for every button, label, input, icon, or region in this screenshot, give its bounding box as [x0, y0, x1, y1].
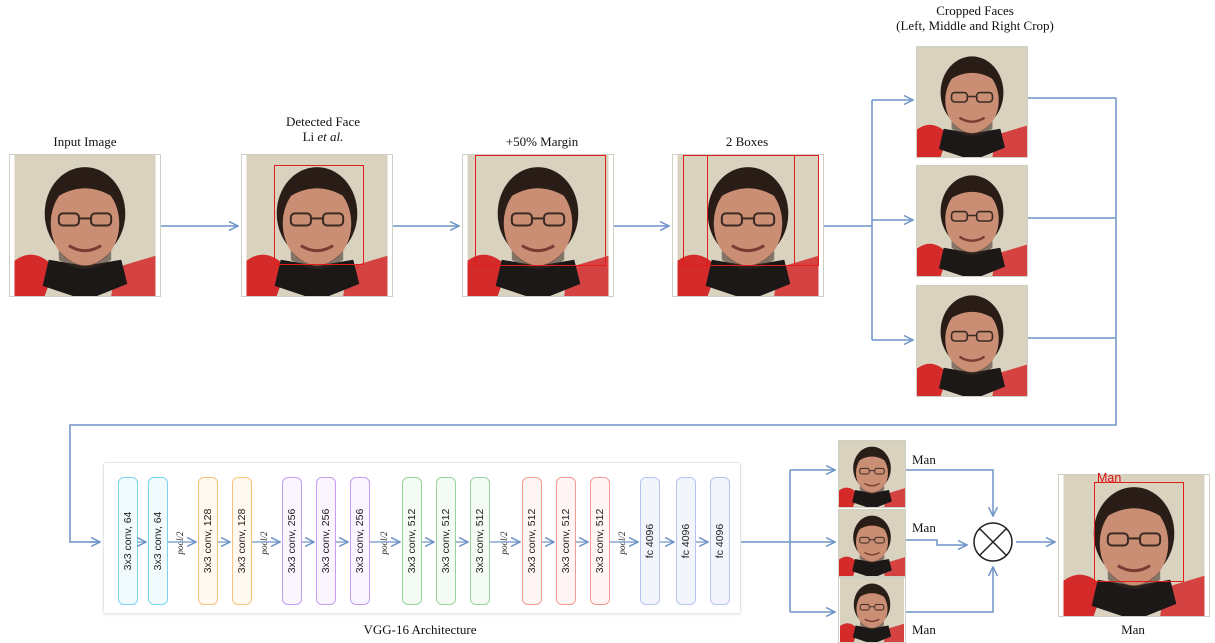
vgg-layer-2: 3x3 conv, 64	[148, 477, 168, 605]
vgg-layer-3: 3x3 conv, 128	[198, 477, 218, 605]
two-boxes-label: 2 Boxes	[725, 134, 769, 149]
vgg-layer-11: 3x3 conv, 512	[522, 477, 542, 605]
cropped-faces-title: Cropped Faces	[936, 3, 1014, 18]
vgg-layer-7: 3x3 conv, 256	[350, 477, 370, 605]
final-box-label: Man	[1097, 471, 1122, 485]
prediction-label-2: Man	[912, 520, 936, 535]
vgg-layer-5: 3x3 conv, 256	[282, 477, 302, 605]
crop-middle-photo	[916, 165, 1028, 277]
crop-right-photo	[916, 285, 1028, 397]
input-image-photo	[9, 154, 161, 297]
vgg-layer-4: 3x3 conv, 128	[232, 477, 252, 605]
crop-left-photo	[916, 46, 1028, 158]
arrow-pred1-to-combine	[906, 469, 993, 516]
vgg-layer-15: fc 4096	[676, 477, 696, 605]
combine-operator-icon	[973, 522, 1013, 562]
margin-label: +50% Margin	[505, 134, 579, 149]
two-boxes-photo	[672, 154, 824, 297]
vgg-layer-12: 3x3 conv, 512	[556, 477, 576, 605]
vgg-layer-9: 3x3 conv, 512	[436, 477, 456, 605]
vgg-caption: VGG-16 Architecture	[363, 622, 477, 637]
prediction-label-3: Man	[912, 622, 936, 637]
detected-face-box	[274, 165, 364, 265]
vgg-layer-6: 3x3 conv, 256	[316, 477, 336, 605]
two-boxes-box-right	[707, 155, 819, 266]
arrow-pred2-to-combine	[906, 539, 967, 545]
margin-photo	[462, 154, 614, 297]
detected-face-photo	[241, 154, 393, 297]
detected-face-label: Detected Face Li et al.	[243, 114, 403, 144]
vgg-layer-10: 3x3 conv, 512	[470, 477, 490, 605]
vgg-layer-13: 3x3 conv, 512	[590, 477, 610, 605]
final-result-photo	[1058, 474, 1210, 617]
vgg-layer-8: 3x3 conv, 512	[402, 477, 422, 605]
final-result-box	[1094, 482, 1184, 582]
cropped-faces-label: Cropped Faces (Left, Middle and Right Cr…	[860, 3, 1090, 33]
final-caption: Man	[1121, 622, 1145, 637]
cropped-faces-subtitle: (Left, Middle and Right Crop)	[896, 18, 1054, 33]
prediction-face-2	[838, 509, 906, 577]
detected-face-citation: Li et al.	[302, 129, 344, 144]
vgg-layer-14: fc 4096	[640, 477, 660, 605]
prediction-label-1: Man	[912, 452, 936, 467]
detected-face-title: Detected Face	[286, 114, 360, 129]
margin-box	[475, 155, 606, 266]
prediction-face-1	[838, 440, 906, 508]
input-image-label: Input Image	[53, 134, 117, 149]
arrow-pred3-to-combine	[906, 567, 993, 613]
crop-merge-lines	[69, 97, 1117, 543]
vgg-layer-16: fc 4096	[710, 477, 730, 605]
